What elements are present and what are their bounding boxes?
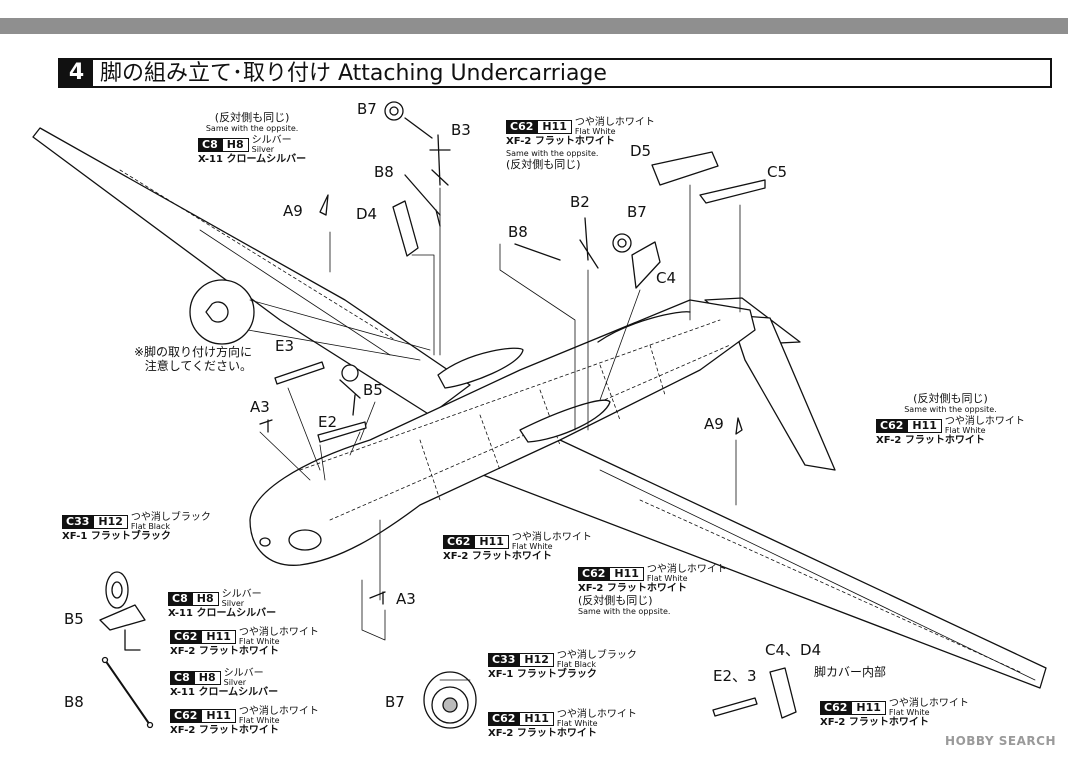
- leg-cover-inner-note: 脚カバー内部: [814, 665, 887, 679]
- watermark: HOBBY SEARCH: [945, 734, 1056, 748]
- part-label-b8-mid: B8: [508, 223, 528, 241]
- part-label-b3: B3: [451, 121, 471, 139]
- top-gray-band: [0, 18, 1068, 34]
- door-d4: [392, 200, 419, 257]
- part-label-e3: E3: [275, 337, 295, 355]
- part-label-b8-detail: B8: [64, 693, 84, 711]
- part-label-b7-top: B7: [357, 100, 377, 118]
- part-label-a9-left: A9: [283, 202, 303, 220]
- part-label-b7-mid: B7: [627, 203, 647, 221]
- tail-fin-right: [729, 314, 836, 471]
- door-c5: [699, 179, 766, 204]
- part-label-b5: B5: [363, 381, 383, 399]
- mount-direction-note: ※脚の取り付け方向に 注意してください。: [134, 345, 253, 373]
- part-label-b8-top: B8: [374, 163, 394, 181]
- part-label-c5: C5: [767, 163, 788, 181]
- step-number: 4: [60, 60, 93, 86]
- part-label-c4: C4: [656, 269, 677, 287]
- part-label-d5: D5: [630, 142, 652, 160]
- part-label-e2-3: E2、3: [713, 667, 757, 685]
- part-label-b7-detail: B7: [385, 693, 405, 711]
- step-title: 脚の組み立て･取り付け Attaching Undercarriage: [100, 61, 607, 86]
- step-header: 4 脚の組み立て･取り付け Attaching Undercarriage: [58, 58, 1052, 88]
- part-label-b2: B2: [570, 193, 590, 211]
- part-label-d4: D4: [356, 205, 378, 223]
- part-a9-left: [319, 194, 329, 216]
- part-e2: [317, 421, 367, 443]
- fuselage: [249, 299, 756, 566]
- part-label-c4-d4: C4、D4: [765, 641, 822, 659]
- part-label-a3-left: A3: [250, 398, 270, 416]
- part-label-a9-right: A9: [704, 415, 724, 433]
- part-label-e2: E2: [318, 413, 338, 431]
- part-e3: [274, 361, 325, 385]
- part-label-a3-bottom: A3: [396, 590, 416, 608]
- door-d5: [651, 151, 719, 186]
- door-c4: [631, 241, 661, 289]
- part-label-b5-detail: B5: [64, 610, 84, 628]
